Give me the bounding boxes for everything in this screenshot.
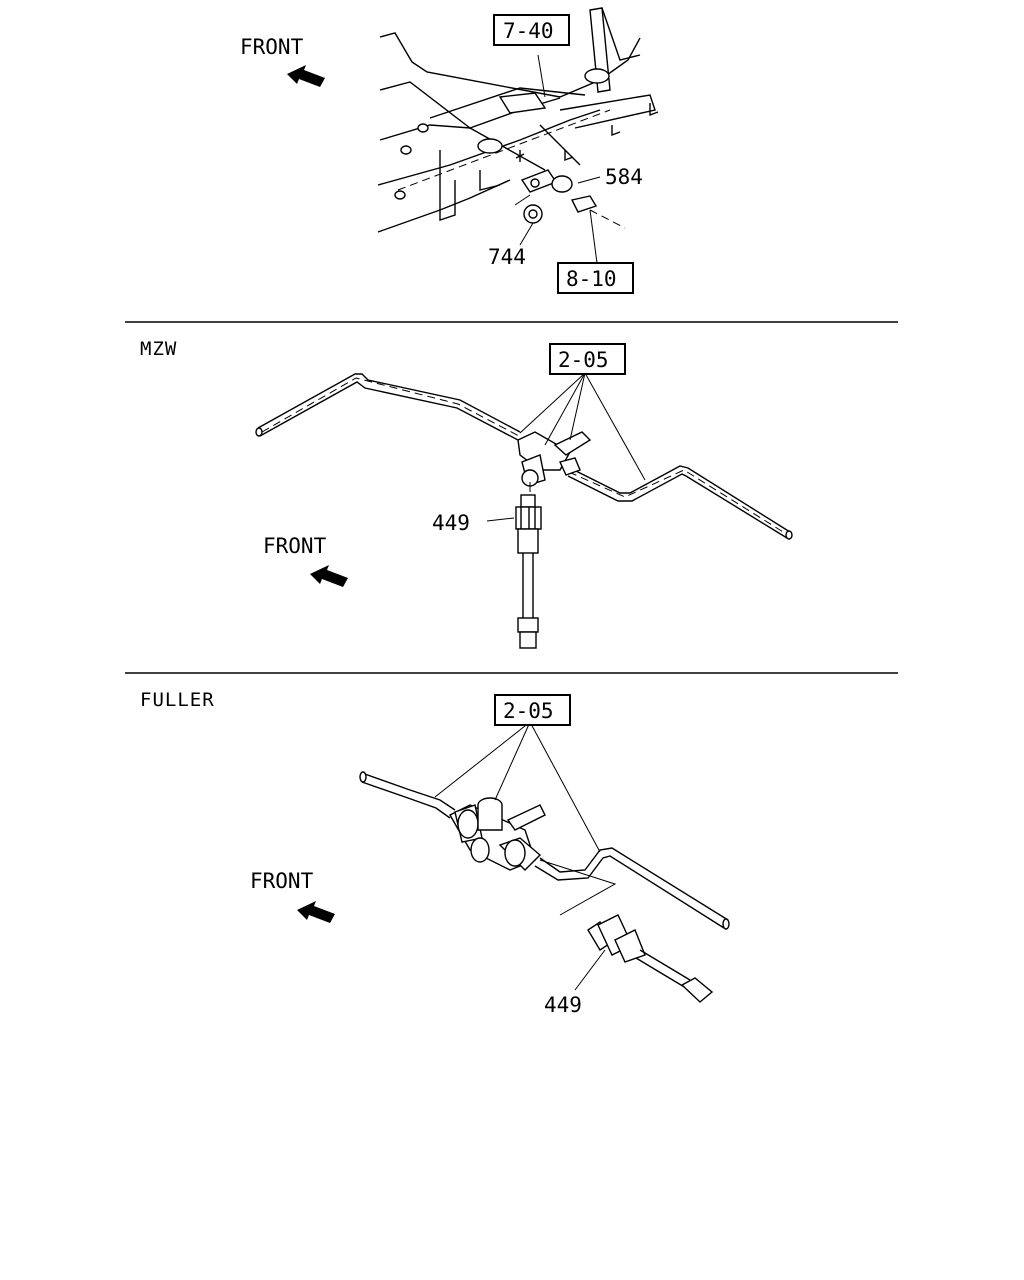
part-number-744: 744 (488, 245, 526, 269)
frame-rail-drawing (377, 7, 659, 233)
ref-box-2-05-mzw (549, 343, 626, 375)
ref-box-2-05-fuller (494, 694, 571, 726)
air-pipe-mzw (255, 373, 793, 540)
front-label-top: FRONT (240, 35, 304, 59)
connector-8-10 (570, 195, 598, 213)
tee-fitting-mzw (517, 431, 592, 487)
ref-box-7-40 (493, 14, 570, 46)
pressure-switch-449-fuller (539, 859, 714, 1003)
section-top: FRONT (240, 7, 659, 294)
part-584-switch (514, 169, 573, 206)
front-label-fuller: FRONT (250, 869, 314, 893)
part-number-449-fuller: 449 (544, 993, 582, 1017)
ref-2-05-mzw: 2-05 (558, 348, 609, 372)
front-arrow-icon (287, 65, 325, 87)
front-arrow-icon (297, 901, 335, 923)
ref-8-10: 8-10 (566, 267, 617, 291)
section-label-mzw: MZW (140, 338, 177, 360)
ref-box-8-10 (557, 262, 634, 294)
section-mzw: MZW FRONT (140, 338, 793, 649)
ref-2-05-fuller: 2-05 (503, 699, 554, 723)
air-pipe-fuller (359, 771, 730, 930)
section-fuller: FULLER FRONT (140, 689, 730, 1017)
tee-fitting-fuller (449, 797, 546, 871)
pressure-switch-449-mzw (515, 482, 542, 649)
section-label-fuller: FULLER (140, 689, 215, 711)
part-number-584: 584 (605, 165, 643, 189)
ref-7-40: 7-40 (503, 19, 554, 43)
part-number-449-mzw: 449 (432, 511, 470, 535)
part-744-nut (523, 204, 543, 224)
front-label-mzw: FRONT (263, 534, 327, 558)
front-arrow-icon (310, 565, 348, 587)
